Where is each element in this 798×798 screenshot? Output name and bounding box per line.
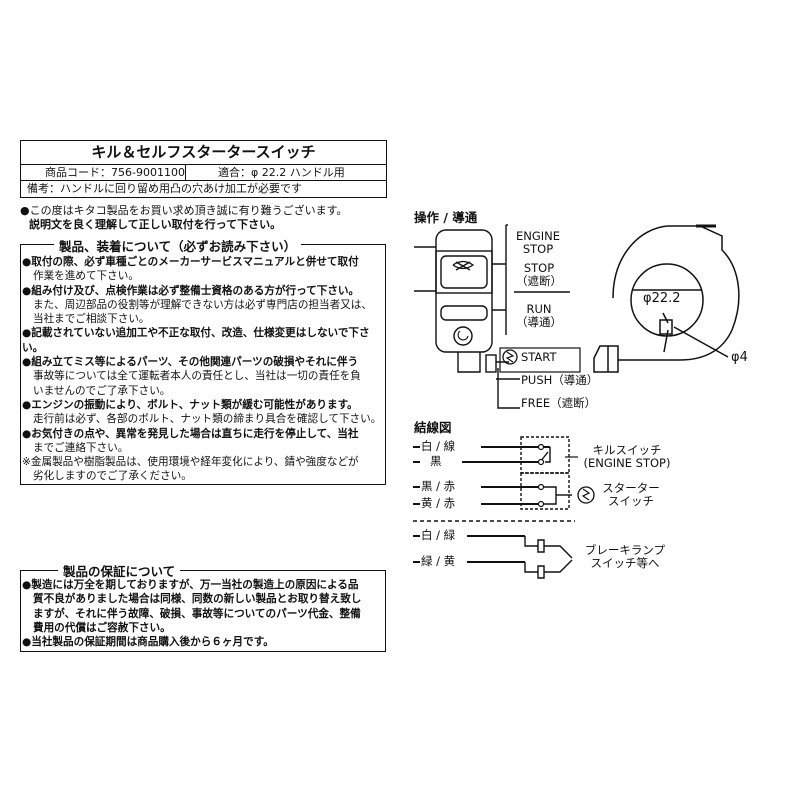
install-line: ●組み立てミス等によるパーツ、その他関連パーツの破損やそれに伴う <box>22 356 359 369</box>
product-code: 商品コード：756-9001100 <box>21 165 186 180</box>
install-line: ●記載されていない追加工や不正な取付、改造、仕様変更はしないで下さい。 <box>22 327 370 354</box>
wire-label: 緑 / 黄 <box>421 554 456 568</box>
product-title: キル＆セルフスタータースイッチ <box>21 141 386 165</box>
install-line: いませんのでご了承下さい。 <box>33 384 171 397</box>
free-label: FREE（遮断） <box>521 396 597 410</box>
operation-label: 操作 / 導通 <box>414 210 478 225</box>
handlebar-side-view <box>593 224 740 373</box>
install-line: 当社までご相談下さい。 <box>33 313 150 326</box>
install-line: ●取付の際、必ず車種ごとのメーカーサービスマニュアルと併せて取付 <box>22 256 359 268</box>
install-line: ●エンジンの振動により、ボルト、ナット類が緩む可能性があります。 <box>22 398 358 411</box>
install-line: ●組み付け及び、点検作業は必ず整備士資格のある方が行って下さい。 <box>22 284 360 297</box>
intro-line-1: ●この度はキタコ製品をお買い求め頂き誠に有り難うございます。 <box>20 204 348 217</box>
wiring-label: 結線図 <box>414 420 452 435</box>
install-notes-title: 製品、装着について（必ずお読み下さい） <box>54 236 302 255</box>
install-line: 劣化しますのでご了承ください。 <box>33 470 192 483</box>
install-line: 走行前は必ず、各部のボルト、ナット類の締まり具合を確認して下さい。 <box>33 413 382 426</box>
brake-switch-label: ブレーキランプ スイッチ等へ <box>584 543 666 570</box>
kill-switch-lever <box>435 250 493 294</box>
wire-label: 黒 <box>430 454 442 468</box>
install-line: までご連絡下さい。 <box>33 441 129 454</box>
warranty-line: ますが、それに伴う故障、破損、事故等についてのパーツ代金、整備 <box>33 607 361 620</box>
install-line: ●お気付きの点や、異常を発見した場合は直ちに走行を停止して、当社 <box>22 427 359 440</box>
warranty-line: 質不良がありました場合は同様、同数の新しい製品とお取り替え致し <box>33 593 362 606</box>
kill-switch-label: キルスイッチ (ENGINE STOP) <box>583 443 671 470</box>
kill-switch-icon <box>452 260 475 271</box>
run-label: RUN （導通） <box>516 302 562 329</box>
warranty-line: ●製造には万全を期しておりますが、万一当社の製造上の原因による品 <box>22 579 359 591</box>
start-label: START <box>521 350 557 364</box>
warranty-title: 製品の保証について <box>58 561 181 580</box>
wire-label: 白 / 緑 <box>421 528 456 542</box>
intro-text: ●この度はキタコ製品をお買い求め頂き誠に有り難うございます。 説明文を良く理解し… <box>20 204 390 231</box>
install-line: 事故等については全て運転者本人の責任とし、当社は一切の責任を負 <box>33 370 361 383</box>
spec-row: 商品コード：756-9001100 適合：φ 22.2 ハンドル用 <box>21 165 386 181</box>
diameter-label: φ22.2 <box>643 291 681 306</box>
spec-table: キル＆セルフスタータースイッチ 商品コード：756-9001100 適合：φ 2… <box>20 140 387 198</box>
warranty-line: ●当社製品の保証期間は商品購入後から６ヶ月です。 <box>22 636 274 649</box>
warranty-box <box>20 570 386 652</box>
start-button <box>453 326 473 346</box>
handlebar-pipe <box>414 246 436 292</box>
note-text: 備考：ハンドルに回り留め用凸の穴あけ加工が必要です <box>27 182 302 195</box>
install-line: ※金属製品や樹脂製品は、使用環境や経年変化により、錆や強度などが <box>22 456 359 469</box>
warranty-text: ●製造には万全を期しておりますが、万一当社の製造上の原因による品 質不良がありま… <box>22 578 388 649</box>
push-label: PUSH（導通） <box>521 373 599 387</box>
starter-icon <box>577 486 595 504</box>
hole-size-label: φ4 <box>731 350 748 365</box>
intro-line-2: 説明文を良く理解して正しい取付を行って下さい。 <box>29 217 282 231</box>
starter-icon <box>502 349 518 365</box>
fitment: 適合：φ 22.2 ハンドル用 <box>218 166 345 179</box>
wire-label: 白 / 線 <box>421 439 456 453</box>
wire-label: 黒 / 赤 <box>421 479 456 493</box>
warranty-line: 費用の代償はご容赦下さい。 <box>33 621 171 634</box>
install-notes-text: ●取付の際、必ず車種ごとのメーカーサービスマニュアルと併せて取付 作業を進めて下… <box>22 255 388 484</box>
install-line: また、周辺部品の役割等が理解できない方は必ず専門店の担当者又は、 <box>33 298 372 311</box>
starter-switch-label: スターター スイッチ <box>602 481 660 508</box>
engine-stop-label: ENGINE STOP <box>515 229 561 256</box>
note-row: 備考：ハンドルに回り留め用凸の穴あけ加工が必要です <box>21 181 386 197</box>
install-line: 作業を進めて下さい。 <box>33 270 139 283</box>
switch-body <box>435 229 493 353</box>
wire-label: 黄 / 赤 <box>421 496 456 510</box>
stop-label: STOP （遮断） <box>516 261 562 288</box>
